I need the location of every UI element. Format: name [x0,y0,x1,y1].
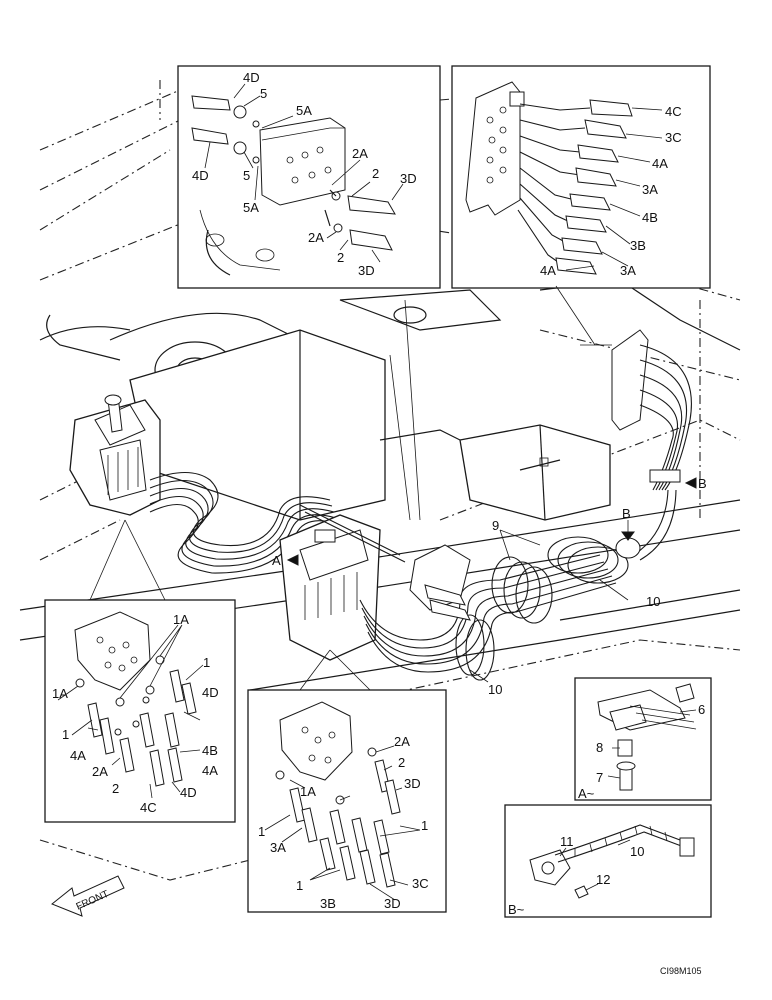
callout: 3D [384,896,401,911]
callout: 2A [92,764,108,779]
callout: 3B [630,238,646,253]
detail-top-right [451,65,711,346]
view-b-label: B~ [508,902,525,917]
callout-b-right: B [698,476,707,491]
callout: 3A [270,840,286,855]
callout: 10 [630,844,644,859]
callout: 1 [258,824,265,839]
callout: 3A [642,182,658,197]
hose-runs [69,299,697,691]
callout: 3D [358,263,375,278]
view-a-label: A~ [578,786,595,801]
callout: 1 [62,727,69,742]
callout: 4A [652,156,668,171]
detail-bottom-left [44,599,236,823]
callout: 10 [488,682,502,697]
callout: 4D [243,70,260,85]
callout: 3C [412,876,429,891]
callout: 4D [192,168,209,183]
callout-a: A [272,553,281,568]
callout: 5 [260,86,267,101]
callout: 4B [642,210,658,225]
callout: 5 [243,168,250,183]
callout: 3C [665,130,682,145]
detail-top-left [177,65,441,289]
callout: 7 [596,770,603,785]
callout: 5A [243,200,259,215]
callout: 2 [372,166,379,181]
callout: 9 [492,518,499,533]
detail-bottom-mid [247,689,447,913]
callout: 4A [70,748,86,763]
callout: 2A [394,734,410,749]
callout: 6 [698,702,705,717]
detail-a [574,677,712,801]
callout: 2A [308,230,324,245]
callout-b: B [622,506,631,521]
callout: 4C [665,104,682,119]
callout: 1 [421,818,428,833]
callout: 2A [352,146,368,161]
callout: 4D [180,785,197,800]
callout: 2 [112,781,119,796]
callout: 4A [540,263,556,278]
machine-body [19,279,741,691]
callout: 1A [173,612,189,627]
callout: 4D [202,685,219,700]
callout: 3D [400,171,417,186]
front-arrow [51,875,125,917]
callout: 4B [202,743,218,758]
callout: 1A [52,686,68,701]
callout: 11 [560,834,574,849]
callout: 1 [296,878,303,893]
callout: 1A [300,784,316,799]
callout: 4A [202,763,218,778]
callout: 2 [398,755,405,770]
callout: 3B [320,896,336,911]
detail-b [504,804,712,918]
callout: 8 [596,740,603,755]
callout: 3A [620,263,636,278]
labels: 4D 5 5A 4D 5 5A 2A 2 3D 2A 2 3D 4C 3C 4A… [52,70,707,976]
callout: 1 [203,655,210,670]
callout: 3D [404,776,421,791]
drawing-code: CI98M105 [660,966,702,976]
callout: 5A [296,103,312,118]
callout: 4C [140,800,157,815]
callout: 12 [596,872,610,887]
callout: 10 [646,594,660,609]
right-bracket-assembly [580,329,692,561]
callout: 2 [337,250,344,265]
